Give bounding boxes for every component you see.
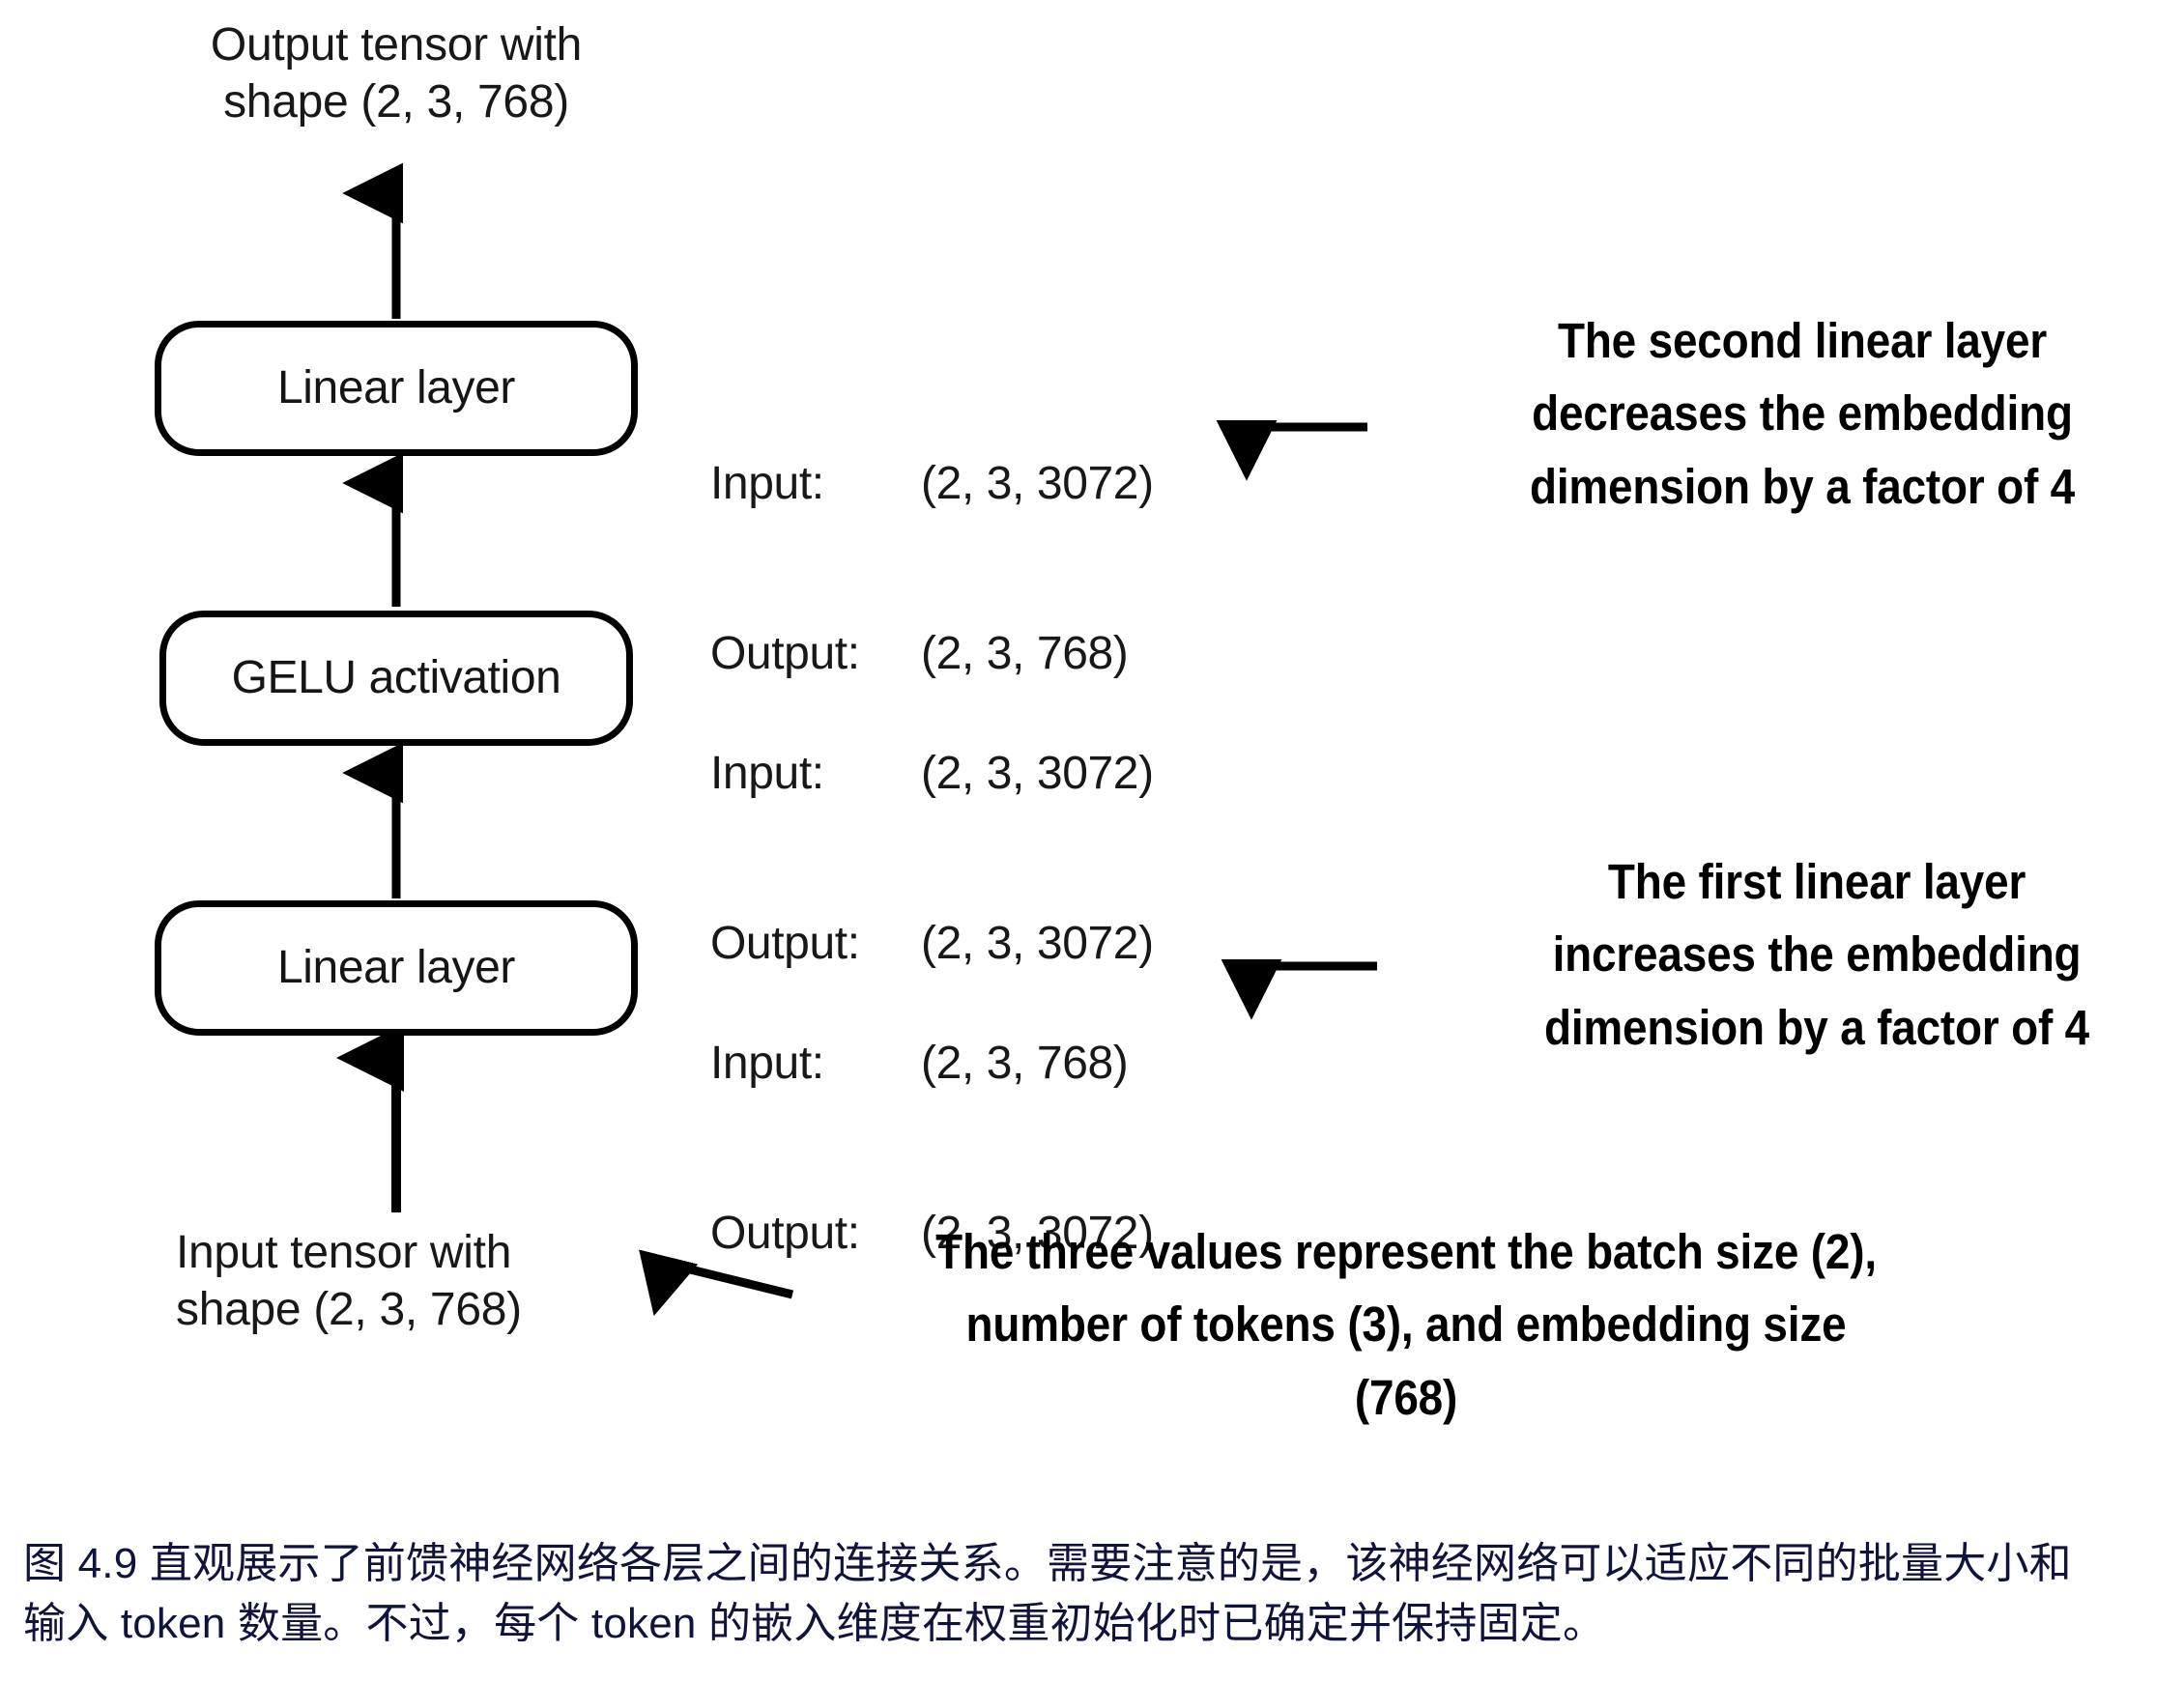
gelu-activation-box-label: GELU activation [231, 652, 561, 703]
output-tensor-label: Output tensor with shape (2, 3, 768) [210, 19, 583, 128]
annotation-first-linear-layer: The first linear layer increases the emb… [1543, 854, 2090, 1055]
io-input-row: Input: (2, 3, 3072) [710, 456, 1154, 513]
caption-line-2: 输入 token 数量。不过，每个 token 的嵌入维度在权重初始化时已确定并… [23, 1600, 1606, 1648]
io-spec-gelu-activation: Input: (2, 3, 3072) Output: (2, 3, 3072) [710, 633, 1154, 1085]
io-spec-linear-layer-1: Input: (2, 3, 768) Output: (2, 3, 3072) [710, 923, 1154, 1375]
io-output-row: Output: (2, 3, 3072) [710, 916, 1154, 973]
io-input-key: Input: [710, 748, 824, 800]
feedforward-network-diagram: Output tensor with shape (2, 3, 768) Lin… [155, 19, 2090, 1425]
io-input-value: (2, 3, 3072) [921, 458, 1154, 510]
linear-layer-box-2[interactable]: Linear layer [155, 321, 638, 456]
io-output-row: Output: (2, 3, 768) [710, 626, 1154, 683]
figure-caption: 图 4.9 直观展示了前馈神经网络各层之间的连接关系。需要注意的是，该神经网络可… [23, 1534, 2159, 1655]
io-output-row: Output: (2, 3, 3072) [710, 1206, 1154, 1263]
io-output-key: Output: [710, 1207, 860, 1259]
gelu-activation-box[interactable]: GELU activation [159, 611, 633, 746]
input-tensor-label: Input tensor with shape (2, 3, 768) [176, 1227, 522, 1335]
io-input-key: Input: [710, 1038, 824, 1090]
caption-line-1: 图 4.9 直观展示了前馈神经网络各层之间的连接关系。需要注意的是，该神经网络可… [23, 1540, 2072, 1587]
io-output-value: (2, 3, 3072) [921, 917, 1154, 969]
io-output-value: (2, 3, 3072) [921, 1207, 1154, 1259]
annotation-second-linear-layer: The second linear layer decreases the em… [1529, 313, 2076, 514]
linear-layer-box-2-label: Linear layer [276, 362, 515, 413]
io-output-key: Output: [710, 627, 860, 679]
io-output-value: (2, 3, 768) [921, 627, 1129, 679]
annotation-three-values: The three values represent the batch siz… [935, 1224, 1877, 1425]
io-input-row: Input: (2, 3, 3072) [710, 746, 1154, 803]
io-input-row: Input: (2, 3, 768) [710, 1036, 1154, 1093]
io-spec-linear-layer-2: Input: (2, 3, 3072) Output: (2, 3, 768) [710, 343, 1154, 795]
io-input-value: (2, 3, 3072) [921, 748, 1154, 800]
io-input-key: Input: [710, 458, 824, 510]
io-output-key: Output: [710, 917, 860, 969]
linear-layer-box-1-label: Linear layer [276, 942, 515, 993]
linear-layer-box-1[interactable]: Linear layer [155, 900, 638, 1036]
io-input-value: (2, 3, 768) [921, 1038, 1129, 1090]
